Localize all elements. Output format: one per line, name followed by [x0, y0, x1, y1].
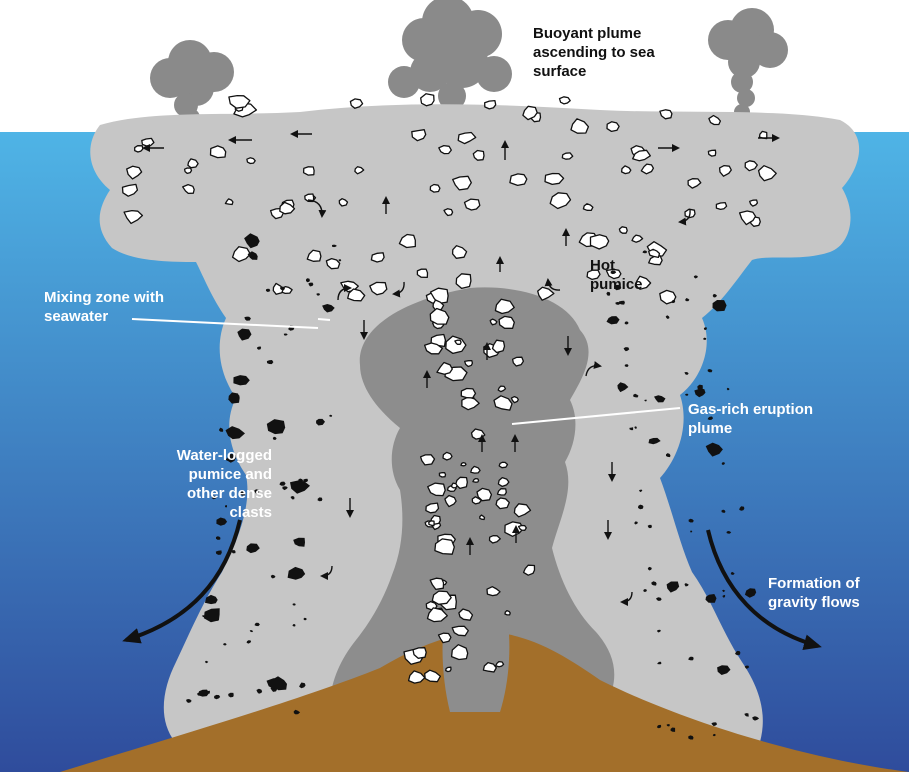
pumice-clast — [247, 158, 255, 164]
pumice-clast — [716, 203, 726, 210]
pumice-clast — [473, 151, 484, 161]
pumice-clast — [499, 316, 514, 328]
label-hot-pumice: Hot pumice — [590, 256, 643, 294]
pumice-clast — [439, 473, 445, 477]
pumice-clast — [465, 199, 480, 210]
pumice-clast — [429, 521, 434, 526]
pumice-clast — [185, 168, 192, 173]
pumice-clast — [417, 269, 427, 277]
pumice-clast — [485, 101, 496, 109]
pumice-clast — [513, 357, 524, 366]
pumice-clast — [430, 185, 440, 193]
central-jet — [443, 610, 510, 712]
pumice-clast — [461, 463, 466, 466]
pumice-clast — [421, 94, 434, 106]
pumice-clast — [452, 483, 458, 488]
leader-mixing-zone — [318, 319, 330, 320]
pumice-clast — [708, 150, 715, 156]
label-water-logged: Water-logged pumice and other dense clas… — [150, 446, 272, 522]
pumice-clast — [560, 97, 571, 104]
label-mixing-zone: Mixing zone with seawater — [44, 288, 164, 326]
label-gravity-flows: Formation of gravity flows — [768, 574, 860, 612]
pumice-clast — [443, 452, 452, 460]
pumice-clast — [461, 389, 475, 398]
pumice-clast — [499, 462, 507, 467]
label-gas-rich-plume: Gas-rich eruption plume — [688, 400, 813, 438]
pumice-clast — [371, 253, 384, 262]
pumice-clast — [505, 611, 510, 615]
pumice-clast — [562, 153, 572, 159]
pumice-clast — [304, 167, 315, 175]
pumice-clast — [473, 479, 479, 483]
pumice-clast — [142, 138, 154, 146]
pumice-clast — [607, 122, 619, 132]
pumice-clast — [456, 274, 471, 289]
pumice-clast — [619, 227, 627, 233]
pumice-clast — [510, 174, 527, 186]
label-buoyant-plume: Buoyant plume ascending to sea surface — [533, 24, 655, 81]
pumice-clast — [211, 146, 226, 158]
pumice-clast — [446, 667, 451, 671]
pumice-clast — [135, 146, 143, 152]
